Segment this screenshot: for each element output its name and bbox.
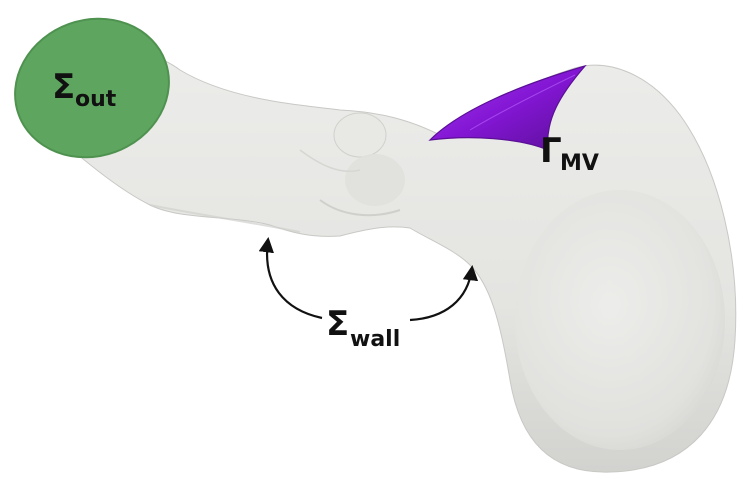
outlet-label-subscript: out: [75, 87, 117, 112]
valve-label-symbol: Γ: [540, 131, 562, 171]
outlet-label-symbol: Σ: [52, 67, 75, 107]
wall-arrow-right: [410, 268, 472, 320]
wall-arrow-left: [267, 240, 322, 318]
valve-label-subscript: MV: [560, 151, 599, 176]
wall-label-subscript: wall: [350, 327, 400, 352]
wall-label-symbol: Σ: [326, 304, 349, 344]
